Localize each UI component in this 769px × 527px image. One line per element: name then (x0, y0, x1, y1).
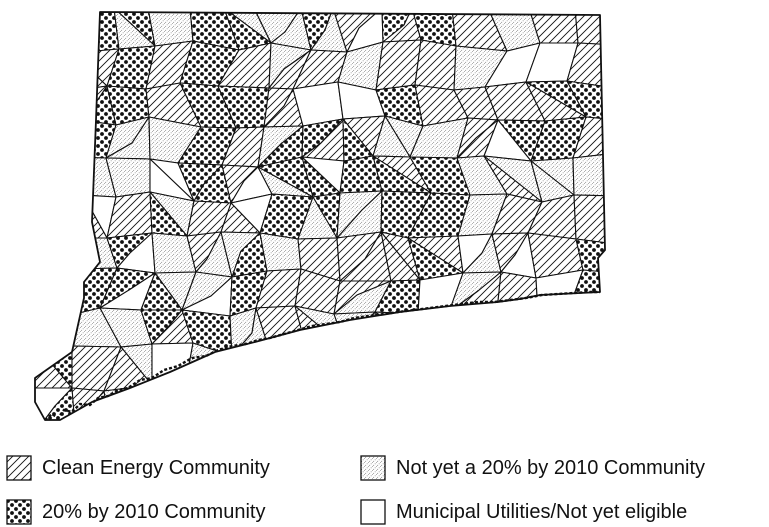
town-polygon (147, 12, 194, 47)
town-polygon (574, 12, 605, 46)
town-polygon (448, 310, 502, 354)
town-polygon (580, 310, 605, 350)
town-polygon (39, 12, 73, 54)
town-polygon (35, 233, 79, 274)
legend-twenty-pct: 20% by 2010 Community (6, 499, 265, 525)
town-polygon (302, 391, 347, 420)
town-polygon (374, 311, 427, 353)
town-polygon (337, 351, 380, 394)
town-polygon (537, 313, 582, 350)
town-polygon (572, 153, 605, 197)
town-polygon (184, 386, 226, 420)
town-polygon (149, 384, 201, 420)
town-polygon (35, 315, 73, 351)
town-polygon (496, 310, 539, 354)
town-polygon (35, 12, 64, 48)
town-polygon (219, 381, 272, 420)
town-polygon (494, 347, 545, 389)
legend-twenty-pct-label: 20% by 2010 Community (42, 500, 266, 523)
town-polygon (390, 393, 430, 420)
town-polygon (184, 381, 226, 420)
town-polygon (572, 116, 605, 159)
town-polygon (337, 347, 380, 394)
town-polygon (413, 343, 460, 395)
town-polygon (496, 271, 539, 315)
town-polygon (219, 381, 272, 420)
municipal-swatch-icon (360, 499, 386, 525)
town-polygon (373, 381, 415, 420)
town-polygon (566, 310, 605, 350)
town-polygon (413, 382, 460, 420)
coastline-detail (44, 290, 600, 421)
town-polygon (373, 345, 427, 395)
town-polygon (417, 311, 456, 345)
town-polygon (35, 268, 79, 317)
legend-not-yet: Not yet a 20% by 2010 Community (360, 455, 705, 481)
town-polygon (457, 382, 496, 420)
town-polygon (254, 346, 307, 395)
clean-energy-swatch-icon (6, 455, 32, 481)
town-polygon (500, 313, 545, 354)
town-polygon (532, 347, 582, 389)
town-polygon (219, 348, 270, 395)
town-polygon (457, 386, 508, 420)
town-polygon (39, 156, 84, 204)
not-yet-swatch-icon (360, 455, 386, 481)
town-polygon (302, 347, 347, 394)
town-polygon (254, 391, 312, 420)
town-polygon (35, 119, 82, 165)
town-polygon (103, 384, 153, 420)
town-polygon (259, 232, 302, 272)
town-polygon (35, 119, 82, 165)
town-polygon (537, 313, 582, 350)
town-polygon (39, 46, 75, 92)
town-polygon (62, 12, 120, 54)
town-polygon (254, 346, 307, 395)
legend-municipal: Municipal Utilities/Not yet eligible (360, 499, 687, 525)
town-polygon (454, 343, 502, 388)
town-polygon (570, 343, 605, 383)
town-polygon (417, 313, 456, 347)
town-polygon (302, 346, 347, 393)
town-polygon (570, 343, 605, 390)
town-polygon (35, 268, 79, 317)
town-polygon (532, 381, 575, 420)
legend-clean-energy: Clean Energy Community (6, 455, 270, 481)
town-polygon (414, 39, 457, 91)
town-polygon (532, 387, 575, 420)
twenty-pct-swatch-icon (6, 499, 32, 525)
town-polygon (35, 83, 82, 129)
town-polygon (374, 311, 427, 347)
town-polygon (375, 39, 422, 91)
legend-clean-energy-label: Clean Energy Community (42, 456, 270, 479)
town-polygon (494, 386, 534, 420)
town-polygon (570, 381, 605, 420)
town-polygon (573, 194, 605, 244)
town-polygon (35, 46, 75, 92)
town-polygon (337, 381, 392, 420)
town-polygon (575, 238, 605, 274)
town-polygon (39, 194, 84, 239)
town-polygon (506, 387, 547, 420)
legend-not-yet-label: Not yet a 20% by 2010 Community (396, 456, 706, 479)
town-polygon (35, 202, 71, 239)
town-polygon (35, 156, 67, 204)
legend-municipal-label: Municipal Utilities/Not yet eligible (396, 500, 688, 523)
connecticut-town-map (34, 11, 606, 421)
